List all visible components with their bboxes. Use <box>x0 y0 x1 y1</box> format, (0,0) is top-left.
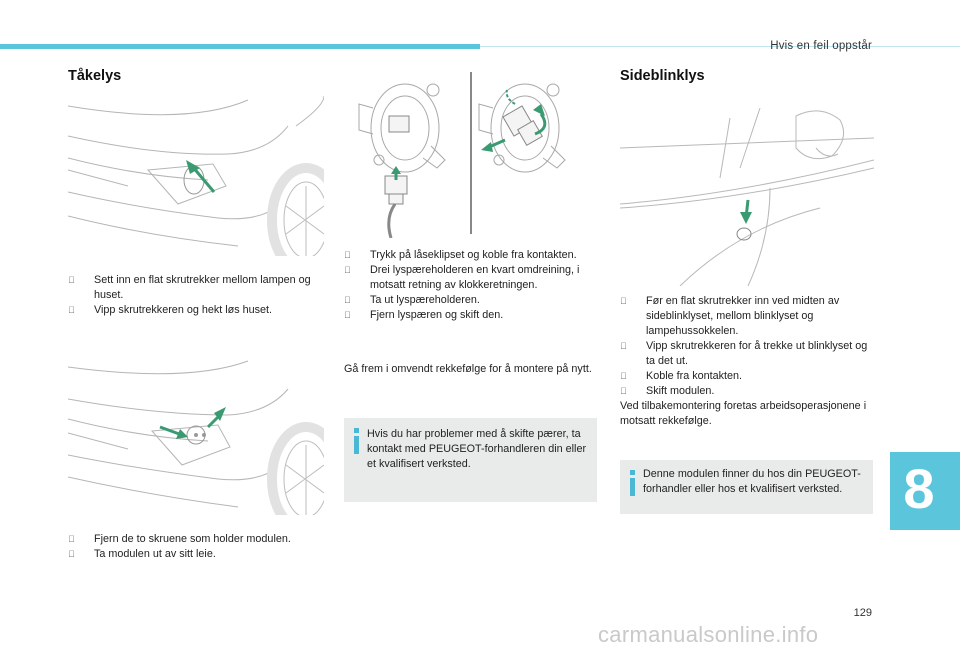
reassembly-text: Gå frem i omvendt rekkefølge for å monte… <box>344 363 592 375</box>
checkbox-bullet-icon:  <box>68 303 94 318</box>
info-note-bulbs: Hvis du har problemer med å skifte pærer… <box>344 418 597 502</box>
step-text: Ta ut lyspæreholderen. <box>370 294 480 306</box>
bulb-steps:  Trykk på låseklipset og koble fra kont… <box>344 248 598 323</box>
step-text: Trykk på låseklipset og koble fra kontak… <box>370 249 577 261</box>
step-text: Sett inn en flat skrutrekker mellom lamp… <box>94 274 311 301</box>
info-icon <box>354 428 359 454</box>
list-item:  Ta ut lyspæreholderen. <box>344 293 598 308</box>
list-item:  Trykk på låseklipset og koble fra kont… <box>344 248 598 263</box>
header-accent-bar <box>0 44 480 49</box>
list-item:  Vipp skrutrekkeren for å trekke ut bli… <box>620 339 876 369</box>
checkbox-bullet-icon:  <box>344 293 370 308</box>
step-text: Skift modulen. <box>646 385 715 397</box>
checkbox-bullet-icon:  <box>620 384 646 399</box>
fog-light-illustration-2 <box>68 355 324 515</box>
list-item:  Drei lyspæreholderen en kvart omdreini… <box>344 263 598 293</box>
step-text: Ta modulen ut av sitt leie. <box>94 548 216 560</box>
watermark: carmanualsonline.info <box>598 622 819 647</box>
list-item:  Vipp skrutrekkeren og hekt løs huset. <box>68 303 326 318</box>
step-text: Vipp skrutrekkeren og hekt løs huset. <box>94 304 273 316</box>
checkbox-bullet-icon:  <box>344 308 370 323</box>
list-item:  Skift modulen. <box>620 384 876 399</box>
fog-light-steps-1:  Sett inn en flat skrutrekker mellom la… <box>68 273 326 318</box>
header-rule <box>480 46 960 47</box>
list-item:  Koble fra kontakten. <box>620 369 876 384</box>
info-note-text: Hvis du har problemer med å skifte pærer… <box>367 428 587 470</box>
step-text: Koble fra kontakten. <box>646 370 743 382</box>
checkbox-bullet-icon:  <box>620 294 646 309</box>
checkbox-bullet-icon:  <box>620 369 646 384</box>
step-text: Vipp skrutrekkeren for å trekke ut blink… <box>646 340 868 367</box>
list-item:  Ta modulen ut av sitt leie. <box>68 547 326 562</box>
list-item:  Sett inn en flat skrutrekker mellom la… <box>68 273 326 303</box>
step-text: Fjern de to skruene som holder modulen. <box>94 533 291 545</box>
side-indicator-heading: Sideblinklys <box>620 68 705 84</box>
reassembly-text: Ved tilbakemontering foretas arbeidsoper… <box>620 400 867 427</box>
step-text: Fjern lyspæren og skift den. <box>370 309 504 321</box>
bulb-holder-illustration <box>345 68 597 238</box>
fog-light-illustration-1 <box>68 96 324 256</box>
fog-light-heading: Tåkelys <box>68 68 122 84</box>
list-item:  Før en flat skrutrekker inn ved midten… <box>620 294 876 339</box>
section-title: Hvis en feil oppstår <box>770 40 872 52</box>
checkbox-bullet-icon:  <box>68 547 94 562</box>
step-text: Før en flat skrutrekker inn ved midten a… <box>646 295 840 337</box>
chapter-tab: 8 <box>890 452 960 530</box>
side-indicator-steps:  Før en flat skrutrekker inn ved midten… <box>620 294 876 429</box>
checkbox-bullet-icon:  <box>68 532 94 547</box>
checkbox-bullet-icon:  <box>68 273 94 288</box>
info-note-text: Denne modulen finner du hos din PEUGEOT-… <box>643 468 861 495</box>
side-indicator-illustration <box>620 108 874 286</box>
info-icon <box>630 470 635 496</box>
fog-light-steps-2:  Fjern de to skruene som holder modulen… <box>68 532 326 562</box>
chapter-number: 8 <box>903 457 935 520</box>
list-item:  Fjern de to skruene som holder modulen… <box>68 532 326 547</box>
checkbox-bullet-icon:  <box>344 263 370 278</box>
step-text: Drei lyspæreholderen en kvart omdreining… <box>370 264 580 291</box>
list-item:  Fjern lyspæren og skift den. <box>344 308 598 323</box>
checkbox-bullet-icon:  <box>344 248 370 263</box>
info-note-module: Denne modulen finner du hos din PEUGEOT-… <box>620 460 873 514</box>
page-number: 129 <box>853 607 872 619</box>
checkbox-bullet-icon:  <box>620 339 646 354</box>
